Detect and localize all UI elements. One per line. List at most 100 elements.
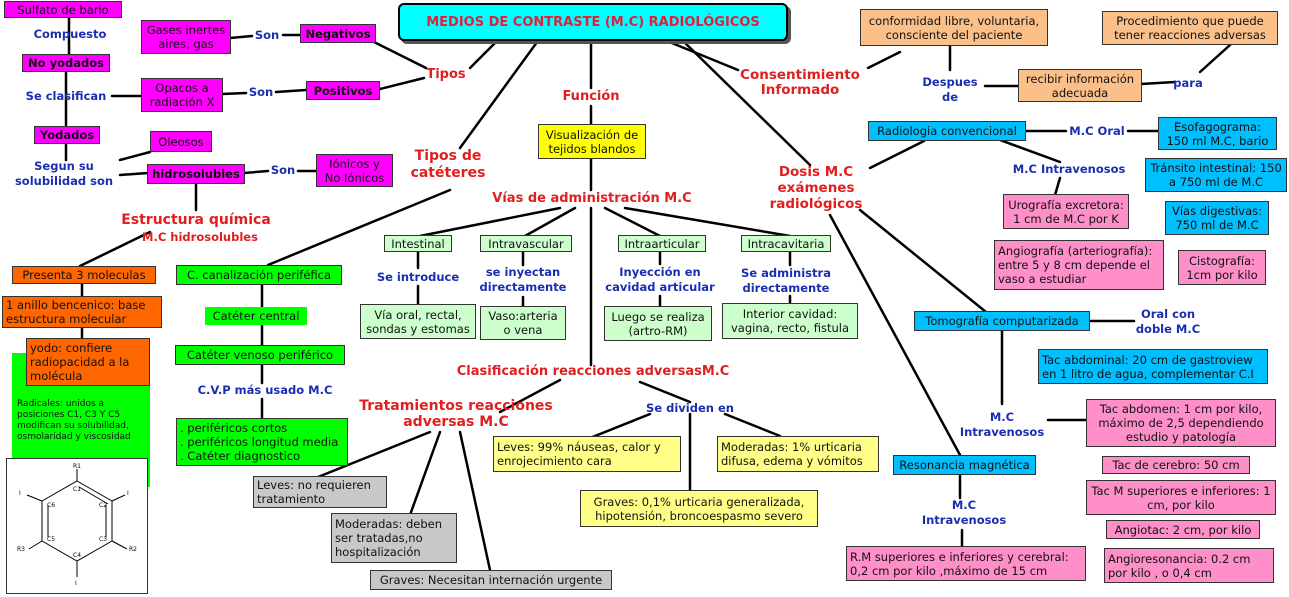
- mc-oral-label: M.C Oral: [1069, 124, 1125, 138]
- consentimiento-title: Consentimiento Informado: [740, 67, 860, 98]
- hidrosolubles-box: hidrosolubles: [147, 164, 245, 184]
- mc-intravenosos-label-2: M.C Intravenosos: [959, 410, 1045, 439]
- procedimiento-box: Procedimiento que puede tener reacciones…: [1102, 11, 1278, 45]
- r3-label: R3: [17, 546, 25, 553]
- rm-box: R.M superiores e inferiores y cerebral: …: [846, 546, 1086, 581]
- son-label-2: Son: [248, 85, 274, 99]
- tratamientos-title: Tratamientos reacciones adversas M.C: [359, 398, 553, 430]
- segun-solubilidad-label: Segun su solubilidad son: [14, 159, 114, 188]
- son-label-3: Son: [270, 163, 296, 177]
- cateter-central-box: Catéter central: [205, 307, 307, 325]
- compuesto-label: Compuesto: [33, 27, 107, 41]
- cateter-venoso-box: Catéter venoso periférico: [175, 345, 345, 365]
- intracavitaria-box: Intracavitaria: [741, 235, 831, 252]
- sulfato-box: Sulfato de bario: [4, 1, 122, 18]
- esofagograma-box: Esofagograma: 150 ml M.C, bario: [1158, 117, 1277, 150]
- intracavitaria-detail-box: Interior cavidad: vagina, recto, fistula: [722, 303, 858, 339]
- conformidad-box: conformidad libre, voluntaria, conscient…: [860, 9, 1048, 46]
- tac-m-box: Tac M superiores e inferiores: 1 cm, por…: [1086, 480, 1276, 515]
- benzene-ring-svg: R1 I R2 I R3 I C1 C2 C3 C4 C5 C6: [17, 463, 137, 587]
- funcion-label: Función: [562, 89, 620, 104]
- intravascular-detail-box: Vaso:arteria o vena: [480, 306, 566, 340]
- positivos-box: Positivos: [306, 81, 380, 100]
- leves-reaccion-box: Leves: 99% náuseas, calor y enrojecimien…: [493, 436, 681, 472]
- radiologia-convencional-box: Radiologia convencional: [868, 121, 1026, 141]
- intravascular-box: Intravascular: [480, 235, 572, 252]
- ionicos-box: Iónicos y No Iónicos: [316, 154, 393, 187]
- c4-label: C4: [73, 552, 81, 559]
- i-label-bottom: I: [75, 580, 77, 587]
- intestinal-detail-box: Vía oral, rectal, sondas y estomas: [360, 304, 476, 339]
- tomografia-box: Tomografía computarizada: [914, 311, 1090, 331]
- c2-label: C2: [99, 502, 107, 509]
- despues-label: Despues de: [922, 75, 978, 104]
- se-clasifican-label: Se clasifican: [25, 89, 107, 103]
- cistografia-box: Cistografía: 1cm por kilo: [1178, 250, 1266, 285]
- oleosos-box: Oleosos: [150, 131, 212, 152]
- recibir-box: recibir información adecuada: [1018, 69, 1142, 102]
- r1-label: R1: [73, 463, 81, 470]
- tac-cerebro-box: Tac de cerebro: 50 cm: [1102, 456, 1250, 474]
- presenta-box: Presenta 3 moleculas: [12, 266, 156, 284]
- clasificacion-title: Clasificación reacciones adversasM.C: [456, 364, 730, 379]
- c1-label: C1: [73, 486, 81, 493]
- angioresonancia-box: Angioresonancia: 0.2 cm por kilo , o 0,4…: [1104, 548, 1274, 583]
- opacos-box: Opacos a radiación X: [141, 78, 223, 112]
- resonancia-box: Resonancia magnética: [893, 455, 1036, 475]
- mc-intravenosos-label-3: M.C Intravenosos: [921, 498, 1007, 527]
- transito-box: Tránsito intestinal: 150 a 750 ml de M.C: [1145, 158, 1287, 192]
- radicales-text: Radicales: unidos a posiciones C1, C3 Y …: [17, 399, 131, 442]
- oral-doble-label: Oral con doble M.C: [1135, 307, 1201, 336]
- se-dividen-label: Se dividen en: [646, 401, 734, 415]
- tratamiento-graves-box: Graves: Necesitan internación urgente: [370, 570, 612, 590]
- yodo-box: yodo: confiere radiopacidad a la molécul…: [26, 338, 150, 386]
- mc-hidrosolubles-label: M.C hidrosolubles: [142, 230, 258, 244]
- estructura-quimica-label: Estructura química: [121, 212, 271, 228]
- anillo-box: 1 anillo bencenico: base estructura mole…: [2, 296, 162, 328]
- tac-abdomen-box: Tac abdomen: 1 cm por kilo, máximo de 2,…: [1086, 399, 1276, 447]
- cvp-list: . periféricos cortos . periféricos longi…: [176, 418, 348, 466]
- tipos-cateteres-label: Tipos de catéteres: [410, 148, 486, 181]
- moderadas-reaccion-box: Moderadas: 1% urticaria difusa, edema y …: [717, 436, 879, 472]
- mc-intravenosos-label-1: M.C Intravenosos: [1012, 162, 1126, 176]
- cvp-item-cortos: . periféricos cortos: [180, 421, 288, 435]
- intraarticular-verb: Inyección en cavidad articular: [605, 265, 715, 294]
- intracavitaria-verb: Se administra directamente: [741, 266, 831, 295]
- gases-box: Gases inertes aires, gas: [141, 20, 231, 54]
- c3-label: C3: [99, 536, 107, 543]
- son-label-1: Son: [254, 28, 280, 42]
- intestinal-verb: Se introduce: [376, 270, 460, 284]
- c5-label: C5: [47, 536, 55, 543]
- graves-reaccion-box: Graves: 0,1% urticaria generalizada, hip…: [580, 490, 818, 527]
- yodados-box: Yodados: [34, 126, 100, 144]
- main-title: MEDIOS DE CONTRASTE (M.C) RADIOLÓGICOS: [398, 3, 788, 41]
- tratamiento-moderadas-box: Moderadas: deben ser tratadas,no hospita…: [331, 513, 457, 563]
- cvp-item-diagnostico: . Catéter diagnostico: [180, 449, 301, 463]
- angiotac-box: Angiotac: 2 cm, por kilo: [1106, 520, 1260, 539]
- negativos-box: Negativos: [300, 24, 376, 43]
- vias-title: Vías de administración M.C: [492, 191, 692, 206]
- intraarticular-box: Intraarticular: [618, 235, 706, 252]
- angiografia-box: Angiografía (arteriografía): entre 5 y 8…: [994, 240, 1164, 290]
- intravascular-verb: se inyectan directamente: [479, 265, 567, 294]
- c6-label: C6: [47, 502, 55, 509]
- i-label-right: I: [127, 490, 129, 497]
- tratamiento-leves-box: Leves: no requieren tratamiento: [253, 476, 387, 508]
- intestinal-box: Intestinal: [384, 235, 452, 252]
- urografia-box: Urografía excretora: 1 cm de M.C por K: [1003, 194, 1129, 229]
- cvp-label: C.V.P más usado M.C: [197, 383, 333, 397]
- tac-abdominal-box: Tac abdominal: 20 cm de gastroview en 1 …: [1038, 349, 1268, 384]
- para-label: para: [1173, 76, 1203, 90]
- cvp-item-media: . periféricos longitud media: [180, 435, 339, 449]
- benzene-molecule-diagram: R1 I R2 I R3 I C1 C2 C3 C4 C5 C6: [6, 458, 148, 594]
- canalizacion-box: C. canalización periféfica: [176, 265, 342, 285]
- r2-label: R2: [129, 546, 137, 553]
- intraarticular-detail-box: Luego se realiza (artro-RM): [604, 306, 712, 341]
- visualizacion-box: Visualización de tejidos blandos: [538, 124, 646, 159]
- i-label-left: I: [19, 490, 21, 497]
- dosis-title: Dosis M.C exámenes radiológicos: [769, 164, 863, 212]
- tipos-label: Tipos: [426, 67, 466, 82]
- vias-digestivas-box: Vías digestivas: 750 ml de M.C: [1165, 201, 1269, 235]
- no-yodados-box: No yodados: [22, 54, 110, 72]
